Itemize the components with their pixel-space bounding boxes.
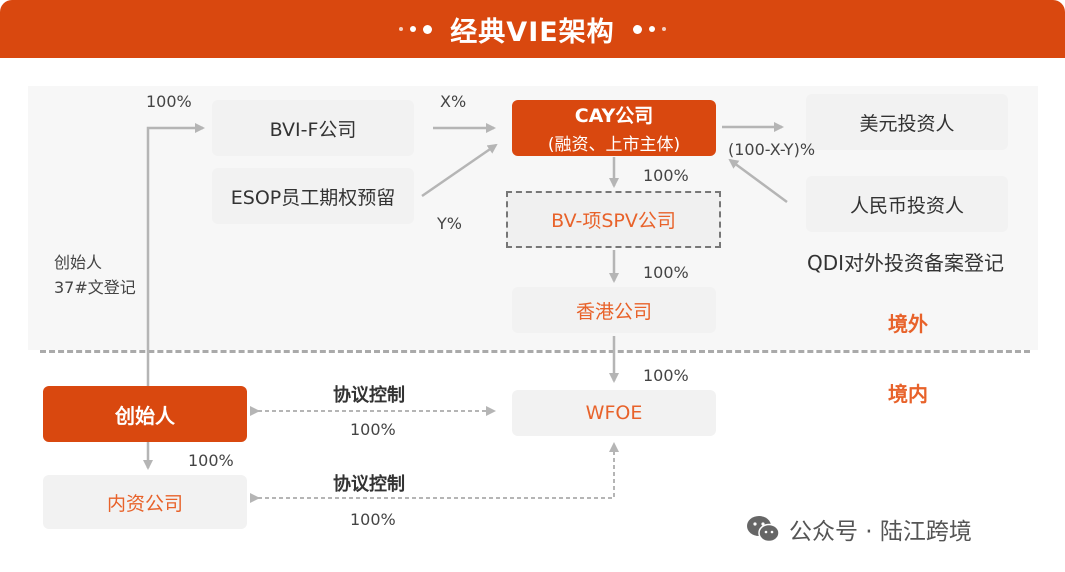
wechat-icon bbox=[747, 516, 780, 543]
founder-note-line2: 37#文登记 bbox=[54, 278, 136, 297]
bv-spv-node: BV-项SPV公司 bbox=[506, 191, 721, 248]
rmb-investor-label: 人民币投资人 bbox=[849, 194, 964, 217]
y-percent: Y% bbox=[437, 214, 462, 233]
hk-company-node: 香港公司 bbox=[512, 287, 716, 333]
bvi-f-label: BVI-F公司 bbox=[269, 118, 357, 141]
usd-investor-label: 美元投资人 bbox=[859, 112, 955, 135]
esop-label: ESOP员工期权预留 bbox=[230, 186, 396, 209]
agreement-percent-2: 100% bbox=[350, 510, 396, 529]
rmb-investor-node: 人民币投资人 bbox=[806, 176, 1008, 232]
investor-percent: (100-X-Y)% bbox=[728, 140, 816, 159]
title-banner: 经典VIE架构 bbox=[0, 0, 1065, 58]
cay-company-node: CAY公司 (融资、上市主体) bbox=[512, 100, 716, 156]
watermark: 公众号 · 陆江跨境 bbox=[745, 512, 972, 546]
esop-node: ESOP员工期权预留 bbox=[212, 168, 414, 224]
agreement-control-label-1: 协议控制 bbox=[333, 385, 405, 406]
founder-domestic-percent: 100% bbox=[188, 451, 234, 470]
domestic-company-node: 内资公司 bbox=[43, 475, 247, 529]
usd-investor-node: 美元投资人 bbox=[806, 94, 1008, 150]
right-dots-decoration bbox=[632, 24, 666, 34]
domestic-company-label: 内资公司 bbox=[106, 492, 183, 515]
bv-spv-label: BV-项SPV公司 bbox=[551, 210, 676, 232]
rmb-to-cay-arrow bbox=[728, 158, 788, 204]
x-percent: X% bbox=[440, 92, 467, 111]
hk-wfoe-percent: 100% bbox=[643, 366, 689, 385]
agreement-percent-1: 100% bbox=[350, 420, 396, 439]
founder-label: 创始人 bbox=[115, 403, 175, 428]
page-title: 经典VIE架构 bbox=[450, 16, 615, 48]
cay-sublabel: (融资、上市主体) bbox=[547, 135, 681, 155]
offshore-label: 境外 bbox=[888, 312, 928, 336]
bvi-f-company-node: BVI-F公司 bbox=[212, 100, 414, 156]
qdi-note: QDI对外投资备案登记 bbox=[807, 251, 1005, 275]
founder-bvi-percent: 100% bbox=[146, 92, 192, 111]
onshore-label: 境内 bbox=[888, 382, 928, 406]
cay-spv-percent: 100% bbox=[643, 166, 689, 185]
hk-company-label: 香港公司 bbox=[575, 300, 652, 323]
founder-to-bvi-arrow bbox=[146, 123, 205, 386]
left-dots-decoration bbox=[399, 24, 433, 34]
domestic-wfoe-control-line bbox=[250, 442, 619, 503]
watermark-text: 公众号 · 陆江跨境 bbox=[789, 519, 972, 545]
cay-label: CAY公司 bbox=[574, 105, 654, 127]
founder-node: 创始人 bbox=[43, 386, 247, 442]
border-divider bbox=[40, 350, 1030, 353]
wfoe-node: WFOE bbox=[512, 390, 716, 436]
esop-to-cay-arrow bbox=[421, 143, 498, 198]
founder-note-line1: 创始人 bbox=[54, 253, 103, 272]
wfoe-label: WFOE bbox=[585, 402, 643, 424]
spv-hk-percent: 100% bbox=[643, 263, 689, 282]
agreement-control-label-2: 协议控制 bbox=[333, 474, 405, 495]
